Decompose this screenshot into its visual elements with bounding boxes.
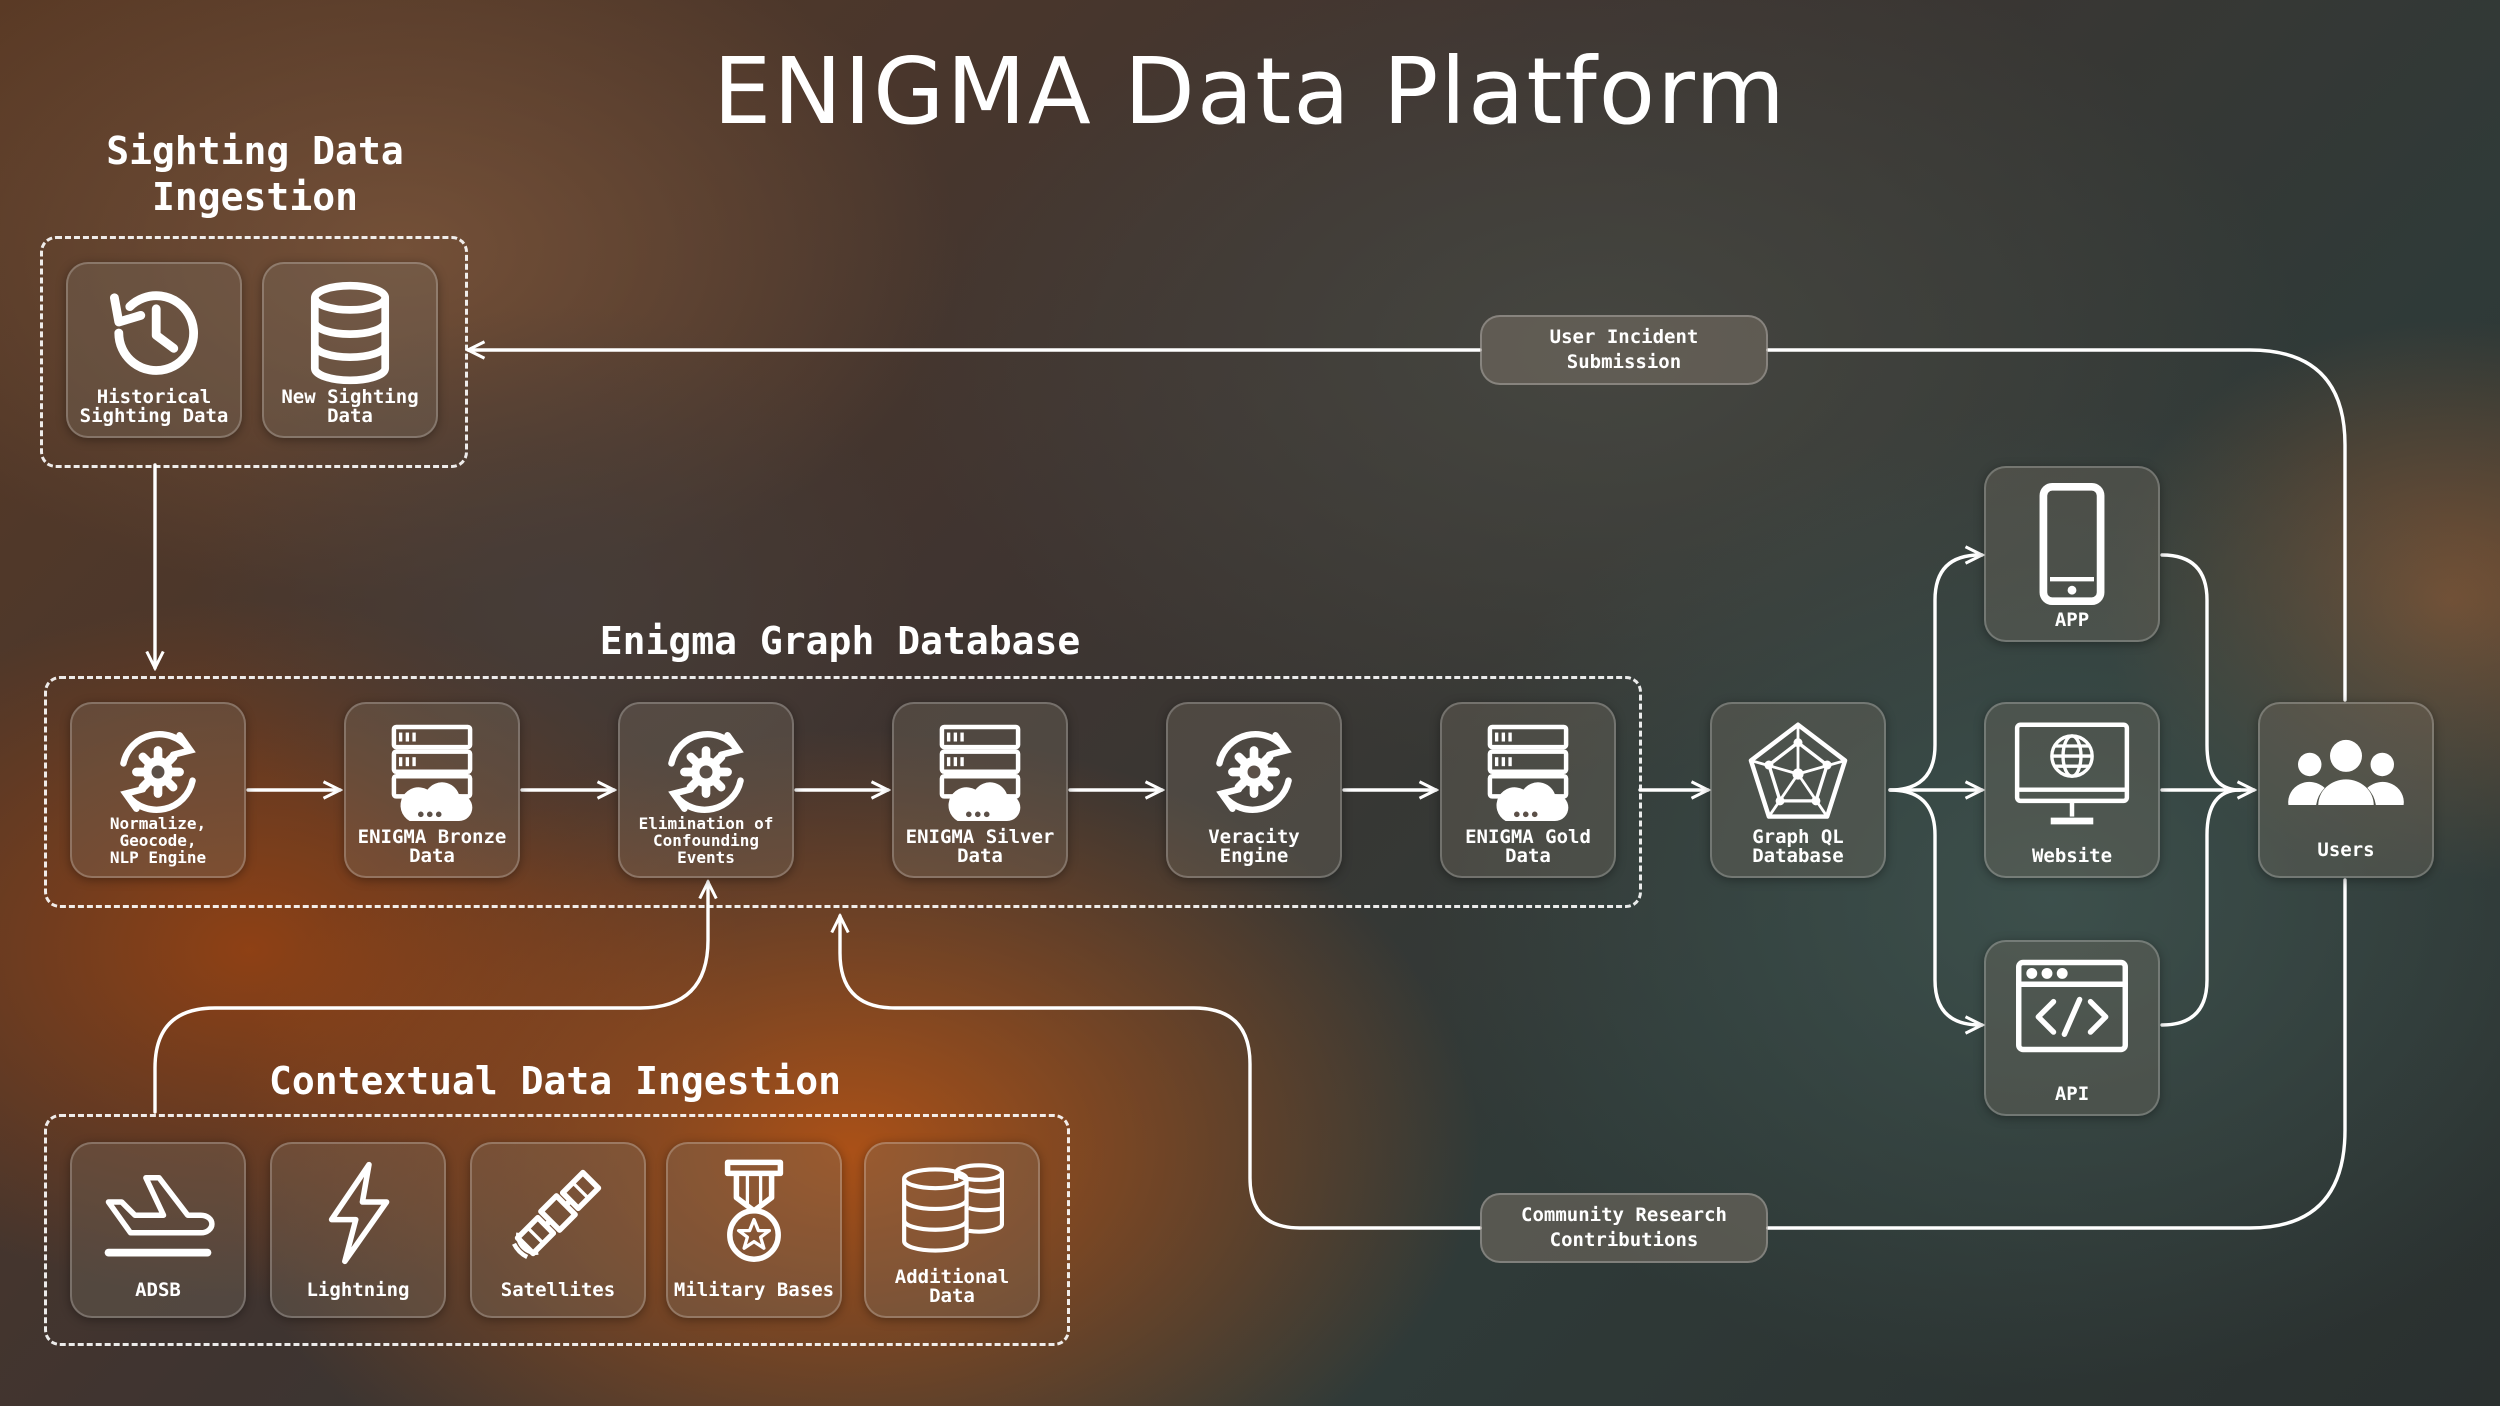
database-icon: [310, 281, 390, 385]
server-cloud-icon: [1487, 724, 1569, 822]
node-label: Additional Data: [894, 1266, 1010, 1307]
lightning-icon: [328, 1161, 390, 1265]
node-label: New Sighting Data: [281, 386, 419, 427]
users-icon: [2288, 739, 2404, 805]
node-label: ENIGMA Silver Data: [905, 826, 1055, 867]
node-satellites[interactable]: Satellites: [470, 1142, 646, 1318]
node-app[interactable]: APP: [1984, 466, 2160, 642]
node-military-bases[interactable]: Military Bases: [666, 1142, 842, 1318]
node-label: ENIGMA Gold Data: [1465, 826, 1591, 867]
arrow-users-to-sighting-ingestion: [1766, 348, 2347, 702]
code-window-icon: [2016, 959, 2128, 1053]
group-contextual-ingestion: [44, 1114, 1070, 1346]
section-label-graph-database: Enigma Graph Database: [599, 619, 1081, 663]
node-graphql-database[interactable]: Graph QL Database: [1710, 702, 1886, 878]
gear-cycle-icon: [120, 730, 196, 814]
node-veracity-engine[interactable]: Veracity Engine: [1166, 702, 1342, 878]
airplane-icon: [104, 1175, 215, 1257]
node-label: Military Bases: [673, 1279, 835, 1301]
node-label: ENIGMA Bronze Data: [357, 826, 507, 867]
gear-cycle-icon: [668, 730, 744, 814]
pill-community-research: Community Research Contributions: [1480, 1193, 1768, 1263]
node-label: Historical Sighting Data: [79, 386, 229, 427]
satellite-icon: [512, 1169, 602, 1259]
arrow-contextual-to-elimination: [153, 882, 708, 1114]
node-website[interactable]: Website: [1984, 702, 2160, 878]
section-label-sighting-ingestion: Sighting Data Ingestion: [106, 129, 404, 219]
server-cloud-icon: [391, 724, 473, 822]
node-label: Lightning: [306, 1279, 410, 1301]
node-adsb[interactable]: ADSB: [70, 1142, 246, 1318]
node-label: Satellites: [500, 1279, 616, 1301]
page-title: ENIGMA Data Platform: [713, 38, 1787, 145]
node-label: Website: [2031, 845, 2113, 867]
node-historical-sighting-data[interactable]: Historical Sighting Data: [66, 262, 242, 438]
node-new-sighting-data[interactable]: New Sighting Data: [262, 262, 438, 438]
arrow-graphql-to-app: [1888, 555, 1982, 792]
arrow-app-to-users: [2160, 553, 2242, 792]
graphql-icon: [1748, 722, 1848, 819]
node-label: Veracity Engine: [1208, 826, 1300, 867]
history-icon: [110, 291, 198, 375]
node-elimination-confounding-events[interactable]: Elimination of Confounding Events: [618, 702, 794, 878]
node-label: APP: [2054, 609, 2090, 631]
node-label: Normalize, Geocode, NLP Engine: [109, 814, 207, 867]
server-cloud-icon: [939, 724, 1021, 822]
node-label: Graph QL Database: [1752, 826, 1844, 867]
arrow-api-to-users: [2160, 788, 2242, 1027]
section-label-contextual-ingestion: Contextual Data Ingestion: [269, 1059, 841, 1103]
node-enigma-bronze-data[interactable]: ENIGMA Bronze Data: [344, 702, 520, 878]
gear-cycle-icon: [1216, 730, 1292, 814]
node-label: API: [2054, 1083, 2090, 1105]
arrow-users-to-silver: [1766, 878, 2347, 1230]
pill-user-incident-submission: User Incident Submission: [1480, 315, 1768, 385]
arrow-graphql-to-api: [1888, 788, 1982, 1025]
node-additional-data[interactable]: Additional Data: [864, 1142, 1040, 1318]
group-graph-database: [44, 676, 1642, 908]
node-label: Elimination of Confounding Events: [638, 814, 774, 867]
node-normalize-engine[interactable]: Normalize, Geocode, NLP Engine: [70, 702, 246, 878]
node-enigma-gold-data[interactable]: ENIGMA Gold Data: [1440, 702, 1616, 878]
smartphone-icon: [2039, 482, 2105, 606]
node-api[interactable]: API: [1984, 940, 2160, 1116]
node-label: Users: [2317, 839, 2375, 861]
databases-icon: [902, 1163, 1004, 1253]
monitor-globe-icon: [2014, 722, 2130, 825]
node-users[interactable]: Users: [2258, 702, 2434, 878]
node-lightning[interactable]: Lightning: [270, 1142, 446, 1318]
medal-icon: [724, 1159, 784, 1262]
node-enigma-silver-data[interactable]: ENIGMA Silver Data: [892, 702, 1068, 878]
node-label: ADSB: [135, 1279, 181, 1301]
